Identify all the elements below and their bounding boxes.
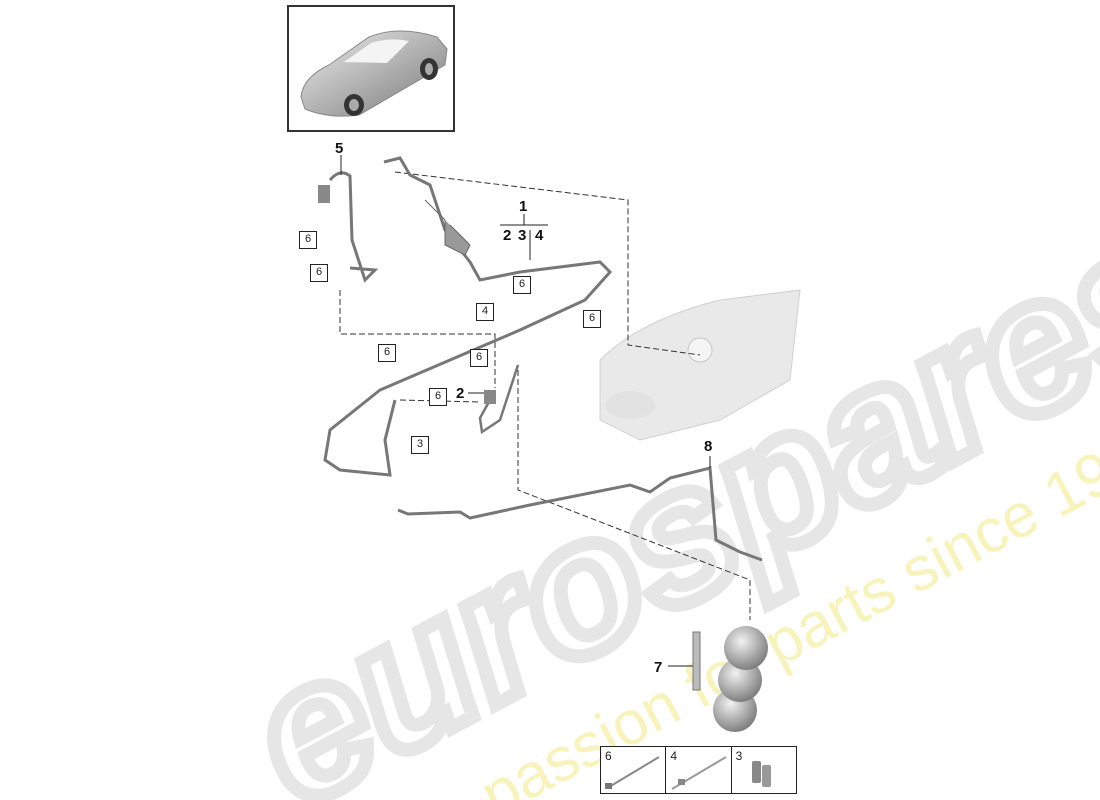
- callout-1-sub-2[interactable]: 2: [503, 227, 512, 244]
- cable-tie-icon: [605, 756, 660, 789]
- callout-8[interactable]: 8: [704, 438, 713, 455]
- boxed-label-6[interactable]: 6: [429, 388, 447, 406]
- vehicle-thumbnail: [287, 5, 455, 132]
- callout-1-sub-4[interactable]: 4: [535, 227, 544, 244]
- callout-7[interactable]: 7: [654, 659, 663, 676]
- legend-cell-3[interactable]: 3: [732, 747, 796, 793]
- legend-cell-4[interactable]: 4: [666, 747, 732, 793]
- legend-cell-6[interactable]: 6: [601, 747, 667, 793]
- cable-tie-clip-icon: [671, 756, 727, 790]
- clip-icon: [751, 761, 771, 787]
- legend-number: 3: [735, 749, 743, 763]
- boxed-label-6[interactable]: 6: [310, 264, 328, 282]
- callout-1[interactable]: 1: [519, 198, 528, 215]
- hydraulic-pump-illustration: [599, 289, 801, 441]
- boxed-label-6[interactable]: 6: [513, 276, 531, 294]
- boxed-label-6[interactable]: 6: [299, 231, 317, 249]
- boxed-label-6[interactable]: 6: [583, 310, 601, 328]
- callout-2[interactable]: 2: [456, 385, 465, 402]
- parts-legend: 6 4 3: [600, 746, 797, 794]
- boxed-label-6[interactable]: 6: [378, 344, 396, 362]
- boxed-label-4[interactable]: 4: [476, 303, 494, 321]
- boxed-label-3[interactable]: 3: [411, 436, 429, 454]
- callout-1-sub-3[interactable]: 3: [518, 227, 527, 244]
- callout-5[interactable]: 5: [335, 140, 344, 157]
- legend-number: 6: [605, 749, 612, 763]
- car-icon: [300, 30, 448, 117]
- legend-number: 4: [670, 749, 678, 763]
- pressure-accumulator: [692, 626, 768, 732]
- boxed-label-6[interactable]: 6: [470, 349, 488, 367]
